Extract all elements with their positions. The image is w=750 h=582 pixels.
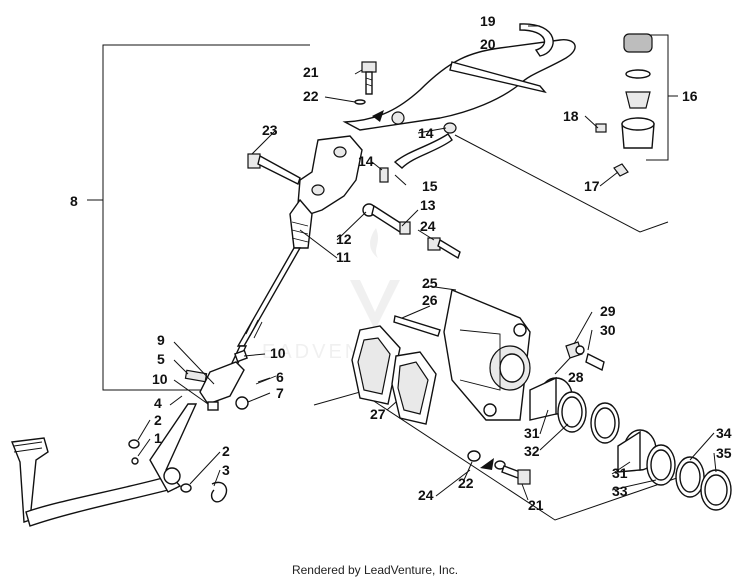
- seals-32: [557, 391, 620, 444]
- fitting-14b: [379, 167, 389, 183]
- leadventure-watermark: EADVENT: [262, 228, 400, 363]
- callout-18: 18: [563, 108, 579, 124]
- callout-3: 3: [222, 462, 230, 478]
- bolt-23-right: [427, 237, 461, 260]
- callout-14-lower: 14: [358, 153, 374, 169]
- bracket-16: [646, 34, 669, 161]
- washer-7: [235, 396, 249, 410]
- nut-17: [613, 163, 629, 177]
- washer-22b: [467, 450, 481, 462]
- screw-18: [595, 123, 607, 133]
- pin-5: [184, 369, 208, 383]
- callout-9: 9: [157, 332, 165, 348]
- callout-35: 35: [716, 445, 732, 461]
- caliper-25: [443, 289, 531, 421]
- brake-pedal-4: [11, 403, 198, 527]
- washer-22: [354, 99, 366, 105]
- watermark-text: EADVENT: [262, 341, 377, 363]
- callout-labels: 21 22 19 20 23 14 14 15 13 24 12 11 8 16…: [70, 13, 732, 513]
- clamp-19: [519, 23, 554, 57]
- bleeder-screw-21: [361, 61, 377, 95]
- nut-10-top: [234, 349, 248, 363]
- bracket-24: [313, 391, 701, 521]
- callout-31-a: 31: [524, 425, 540, 441]
- callout-27: 27: [370, 406, 386, 422]
- callout-32: 32: [524, 443, 540, 459]
- callout-19: 19: [480, 13, 496, 29]
- bolt-23-left: [247, 153, 301, 185]
- callout-10-left: 10: [152, 371, 168, 387]
- callout-2-right: 2: [222, 443, 230, 459]
- hose-15: [393, 133, 453, 169]
- washer-1: [131, 457, 139, 465]
- callout-15: 15: [422, 178, 438, 194]
- hose-line: [454, 134, 669, 233]
- callout-1: 1: [154, 430, 162, 446]
- callout-13: 13: [420, 197, 436, 213]
- clevis-9: [199, 361, 245, 405]
- callout-5: 5: [157, 351, 165, 367]
- callout-25: 25: [422, 275, 438, 291]
- reservoir-16: [595, 33, 655, 177]
- callout-31-b: 31: [612, 465, 628, 481]
- callout-17: 17: [584, 178, 600, 194]
- callout-12: 12: [336, 231, 352, 247]
- callout-22-top: 22: [303, 88, 319, 104]
- callout-29: 29: [600, 303, 616, 319]
- bleeder-29: [585, 352, 605, 372]
- callout-24: 24: [418, 487, 434, 503]
- callout-7: 7: [276, 385, 284, 401]
- callout-21-top: 21: [303, 64, 319, 80]
- bracket-8: [102, 44, 310, 391]
- callout-4: 4: [154, 395, 162, 411]
- callout-23-left: 23: [262, 122, 278, 138]
- credit-text: Rendered by LeadVenture, Inc.: [291, 563, 459, 577]
- callout-26: 26: [422, 292, 438, 308]
- callout-20: 20: [480, 36, 496, 52]
- banjo-bolt-13: [371, 204, 403, 234]
- callout-21-bottom: 21: [528, 497, 544, 513]
- callout-16: 16: [682, 88, 698, 104]
- nut-10-bottom: [207, 401, 219, 411]
- callout-10-right: 10: [270, 345, 286, 361]
- bolt-21b: [501, 465, 531, 485]
- callout-14-upper: 14: [418, 125, 434, 141]
- seals-33-34-35: [646, 444, 732, 511]
- callout-6: 6: [276, 369, 284, 385]
- pin-26: [393, 315, 441, 337]
- spring-clip-3: [210, 481, 228, 503]
- callout-30: 30: [600, 322, 616, 338]
- pointer-arrow: [372, 110, 384, 122]
- brake-line-20: [342, 39, 576, 131]
- callout-28: 28: [568, 369, 584, 385]
- bolt-2: [128, 439, 140, 449]
- callout-11: 11: [336, 249, 351, 265]
- washer-2: [180, 483, 192, 493]
- callout-33: 33: [612, 483, 628, 499]
- callout-23-right: 24: [420, 218, 436, 234]
- cotter-pin-6: [255, 375, 277, 385]
- callout-34: 34: [716, 425, 732, 441]
- master-cylinder: [289, 135, 363, 249]
- callout-2-left: 2: [154, 412, 162, 428]
- callout-8: 8: [70, 193, 78, 209]
- brake-pads-27: [351, 325, 437, 425]
- callout-22-bottom: 22: [458, 475, 474, 491]
- leader-lines: [137, 25, 717, 501]
